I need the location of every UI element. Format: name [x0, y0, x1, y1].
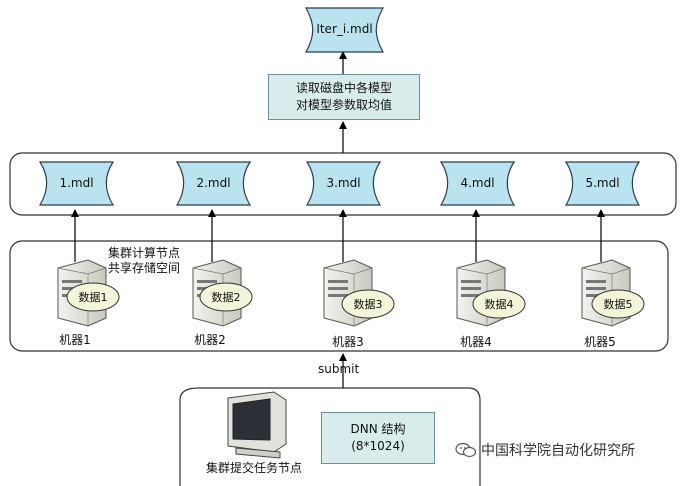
submit-node-label: 集群提交任务节点 — [206, 461, 303, 475]
data-oval-2 — [199, 282, 253, 312]
shared-storage-line-1: 集群计算节点 — [108, 246, 181, 260]
model-file-icon-2 — [175, 161, 252, 206]
machine-label-4: 机器4 — [460, 335, 492, 349]
data-oval-3 — [341, 289, 395, 319]
data-oval-1 — [66, 282, 120, 312]
watermark-text: 中国科学院自动化研究所 — [481, 443, 635, 459]
data-label-1: 数据1 — [78, 291, 108, 304]
data-label-2: 数据2 — [211, 291, 241, 304]
average-line-1: 读取磁盘中各模型 — [295, 81, 392, 95]
data-label-4: 数据4 — [484, 298, 514, 311]
shared-storage-note: 集群计算节点 共享存储空间 — [108, 246, 180, 276]
model-file-label-3: 3.mdl — [326, 176, 361, 190]
average-line-2: 对模型参数取均值 — [295, 98, 392, 112]
model-file-icon-5 — [564, 161, 641, 206]
submit-node-panel — [179, 387, 481, 486]
dnn-line-1: DNN 结构 — [350, 422, 406, 436]
model-file-label-1: 1.mdl — [59, 176, 94, 190]
model-file-icon-1 — [38, 161, 115, 206]
dnn-line-2: (8*1024) — [351, 439, 405, 453]
output-file-icon — [304, 7, 385, 53]
watermark: 中国科学院自动化研究所 — [455, 440, 635, 460]
model-file-icon-3 — [305, 161, 382, 206]
data-label-5: 数据5 — [603, 298, 633, 311]
data-oval-5 — [591, 289, 645, 319]
average-parameters-box: 读取磁盘中各模型 对模型参数取均值 — [268, 74, 420, 120]
model-file-icon-4 — [439, 161, 516, 206]
data-label-3: 数据3 — [353, 298, 383, 311]
machine-label-1: 机器1 — [59, 333, 91, 347]
model-file-label-5: 5.mdl — [585, 176, 620, 190]
model-file-label-4: 4.mdl — [460, 176, 495, 190]
machine-label-2: 机器2 — [194, 333, 226, 347]
machine-label-3: 机器3 — [332, 335, 364, 349]
shared-storage-line-2: 共享存储空间 — [108, 261, 181, 275]
model-file-label-2: 2.mdl — [196, 176, 231, 190]
machine-label-5: 机器5 — [584, 335, 616, 349]
data-oval-4 — [472, 289, 526, 319]
submit-label: submit — [318, 362, 360, 376]
crt-monitor-icon — [227, 391, 287, 459]
wechat-icon — [455, 442, 477, 458]
output-file-label: Iter_i.mdl — [316, 22, 373, 36]
dnn-structure-box: DNN 结构 (8*1024) — [321, 412, 435, 464]
